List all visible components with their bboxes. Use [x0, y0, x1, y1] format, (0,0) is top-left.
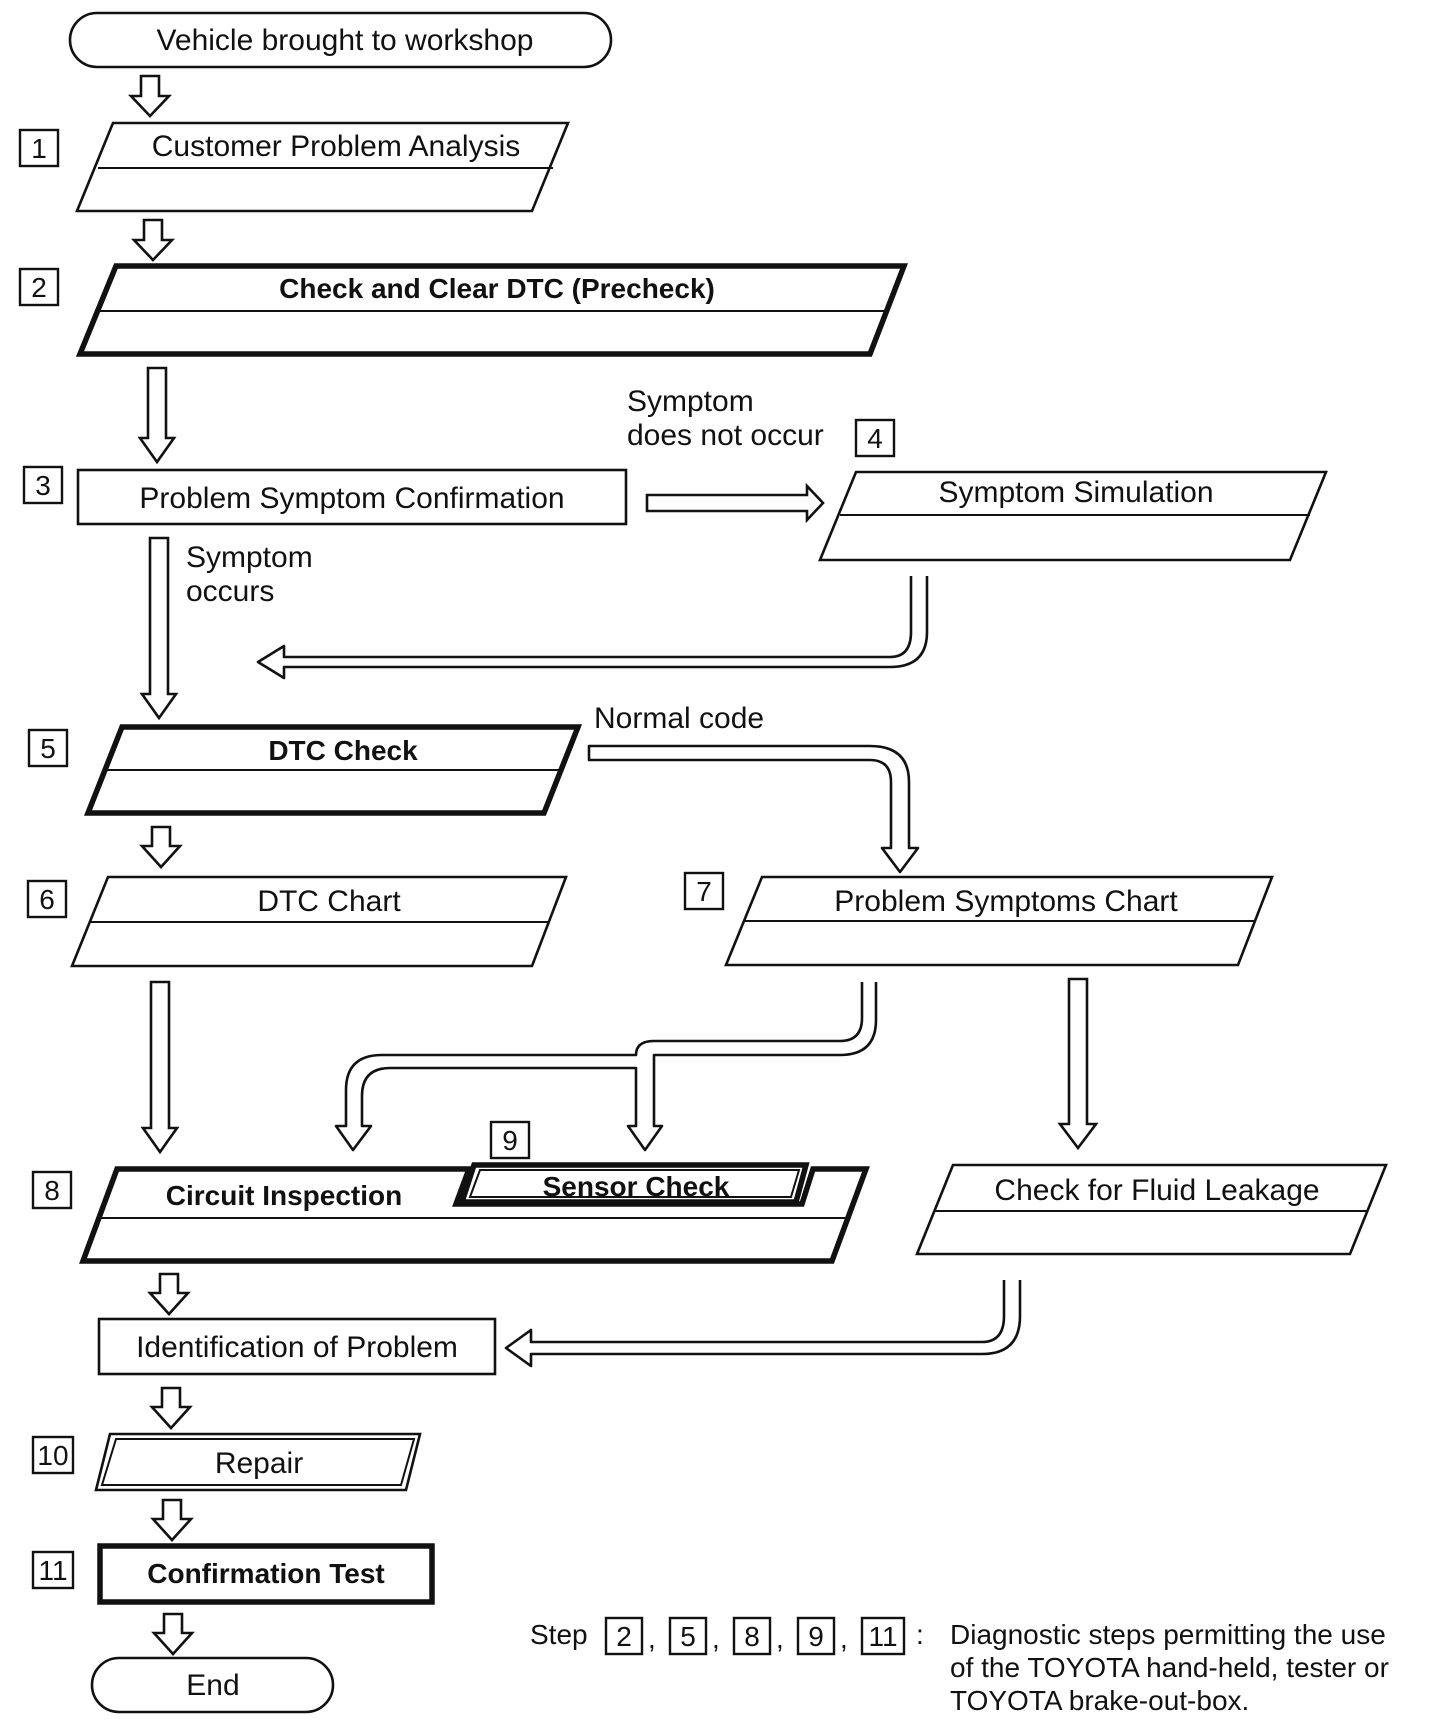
end-terminal: End — [90, 1656, 335, 1714]
step-5: 5 DTC Check — [27, 724, 583, 816]
step-number: 4 — [867, 423, 883, 454]
branch-label-not-occur-1: Symptom — [627, 385, 754, 418]
step-label: Sensor Check — [543, 1171, 730, 1202]
branch-label-occurs-1: Symptom — [186, 541, 313, 574]
step-number: 2 — [31, 272, 47, 303]
footnote: Step 2 , 5 , 8 , 9 , 11 : Diagnostic ste… — [530, 1616, 1389, 1716]
step-7: 7 Problem Symptoms Chart — [683, 871, 1274, 967]
footnote-step-number: 9 — [808, 1621, 824, 1652]
step-2: 2 Check and Clear DTC (Precheck) — [18, 263, 909, 357]
start-label: Vehicle brought to workshop — [157, 24, 534, 57]
footnote-step-number: 8 — [744, 1621, 760, 1652]
step-label: Problem Symptom Confirmation — [139, 482, 564, 515]
footnote-line-2: of the TOYOTA hand-held, tester or — [950, 1652, 1389, 1683]
branch-label-occurs-2: occurs — [186, 575, 274, 608]
footnote-separator: , — [776, 1623, 784, 1654]
arrow-start-to-1 — [127, 74, 173, 118]
arrow-4-return — [256, 576, 929, 680]
step-label: DTC Check — [268, 735, 418, 766]
check-fluid-leakage: Check for Fluid Leakage — [915, 1163, 1388, 1256]
step-number-box — [854, 418, 896, 458]
step-number: 6 — [39, 884, 55, 915]
footnote-step-number: 2 — [616, 1621, 632, 1652]
step-label: Problem Symptoms Chart — [834, 885, 1178, 918]
start-terminal: Vehicle brought to workshop — [68, 11, 613, 69]
step-number-box — [31, 1435, 75, 1475]
step-number-box — [26, 879, 68, 919]
step-label: Repair — [215, 1447, 303, 1480]
step-number: 10 — [37, 1440, 68, 1471]
step-9: Sensor Check — [458, 1162, 810, 1205]
step-label: Customer Problem Analysis — [152, 130, 520, 163]
step-number: 1 — [31, 133, 47, 164]
step-10: 10 Repair — [31, 1432, 422, 1492]
step-label: Check for Fluid Leakage — [994, 1174, 1319, 1207]
branch-label-not-occur-2: does not occur — [627, 419, 824, 452]
footnote-separator: , — [648, 1623, 656, 1654]
end-label: End — [186, 1669, 239, 1702]
footnote-separator: , — [840, 1623, 848, 1654]
step-number: 8 — [44, 1175, 60, 1206]
arrow-3-to-5 — [139, 536, 179, 721]
step-label: DTC Chart — [257, 885, 401, 918]
step-number-box — [18, 128, 60, 168]
arrow-10-to-11 — [150, 1498, 194, 1542]
step-8: 8 Circuit Inspection — [31, 1166, 870, 1264]
step-label: Circuit Inspection — [166, 1180, 402, 1211]
step-number-box — [27, 728, 69, 768]
arrow-fluid-to-ident — [504, 1280, 1022, 1368]
footnote-step-box — [796, 1616, 836, 1656]
arrow-ident-to-10 — [149, 1386, 193, 1430]
footnote-separator: , — [712, 1623, 720, 1654]
arrow-7-to-fluid-leakage — [1057, 977, 1099, 1151]
arrow-5-to-7-normal-code — [587, 744, 920, 874]
arrow-5-to-6 — [139, 825, 183, 869]
arrow-1-to-2 — [130, 218, 176, 262]
step-number: 7 — [696, 876, 712, 907]
arrow-6-to-8 — [140, 980, 180, 1155]
arrow-11-to-end — [151, 1612, 195, 1656]
identification-of-problem: Identification of Problem — [97, 1317, 497, 1376]
step-9-number-box — [489, 1120, 531, 1160]
step-number-box — [18, 267, 60, 307]
footnote-step-box — [860, 1616, 906, 1656]
arrow-2-to-3 — [137, 366, 177, 465]
step-number-box — [683, 871, 725, 911]
step-number: 3 — [35, 470, 51, 501]
footnote-line-3: TOYOTA brake-out-box. — [950, 1685, 1249, 1716]
step-4: 4 Symptom Simulation — [818, 418, 1328, 562]
step-number-box — [31, 1170, 73, 1210]
step-9-number: 9 — [502, 1125, 518, 1156]
step-11: 11 Confirmation Test — [31, 1543, 435, 1605]
arrow-3-to-4 — [645, 482, 825, 524]
step-6: 6 DTC Chart — [26, 875, 568, 968]
footnote-step-word: Step — [530, 1619, 588, 1650]
arrow-8-to-ident — [147, 1272, 191, 1316]
footnote-step-box — [732, 1616, 772, 1656]
step-label: Identification of Problem — [136, 1331, 458, 1364]
step-1: 1 Customer Problem Analysis — [18, 121, 570, 213]
step-number-box — [22, 465, 64, 505]
step-label: Check and Clear DTC (Precheck) — [279, 273, 715, 304]
footnote-line-1: Diagnostic steps permitting the use — [950, 1619, 1386, 1650]
step-number: 5 — [40, 733, 56, 764]
step-3: 3 Problem Symptom Confirmation — [22, 465, 628, 526]
step-number-box — [31, 1550, 75, 1590]
footnote-colon: : — [916, 1619, 924, 1650]
footnote-step-box — [668, 1616, 708, 1656]
arrow-7-to-8-and-9 — [334, 982, 878, 1152]
step-number: 11 — [38, 1555, 67, 1586]
step-label: Symptom Simulation — [938, 476, 1213, 509]
footnote-step-number: 11 — [868, 1621, 897, 1652]
footnote-step-box — [604, 1616, 644, 1656]
footnote-step-number: 5 — [680, 1621, 696, 1652]
branch-label-normal-code: Normal code — [594, 702, 764, 735]
step-label: Confirmation Test — [147, 1558, 384, 1589]
